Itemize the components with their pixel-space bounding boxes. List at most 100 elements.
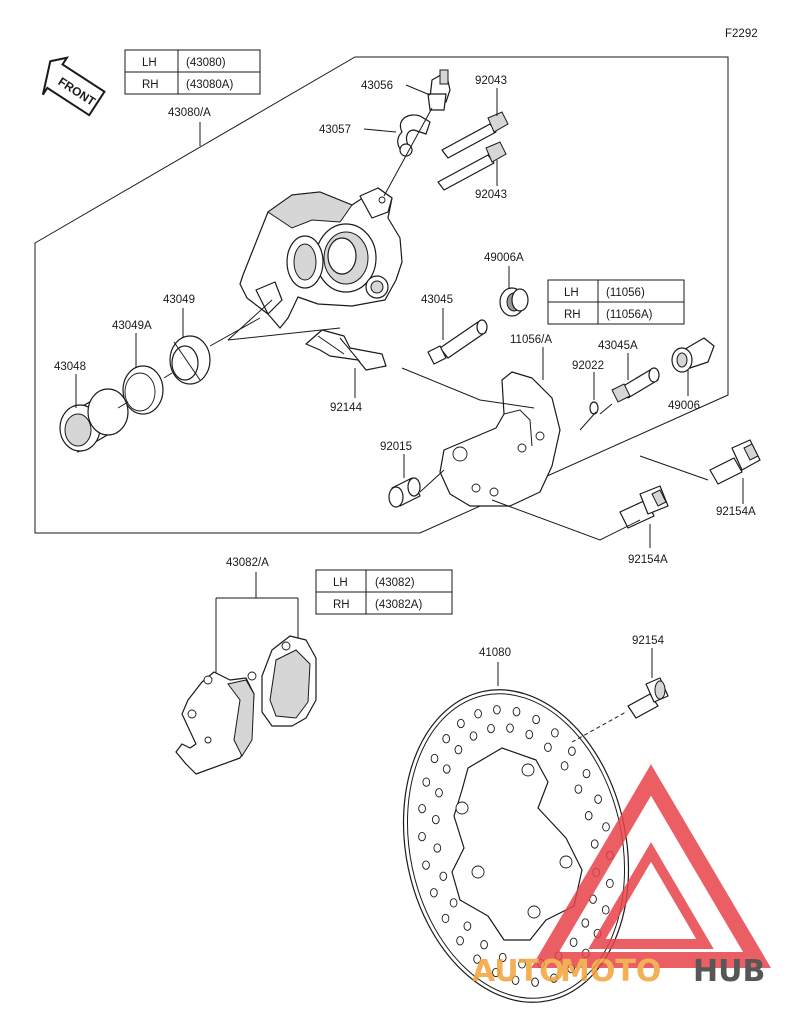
disc-vent-hole xyxy=(582,768,591,779)
label-pin-top: 92043 xyxy=(475,75,507,87)
disc-vent-hole xyxy=(473,954,481,964)
disc-vent-hole xyxy=(422,777,431,787)
disc-vent-hole xyxy=(441,913,450,924)
label-disc: 41080 xyxy=(479,647,511,659)
piston-seal-outer xyxy=(169,335,211,385)
bracket-side-table: LH (11056) RH (11056A) xyxy=(547,279,685,325)
disc-vent-hole xyxy=(602,822,610,832)
caliper-bracket xyxy=(439,371,561,507)
disc-vent-hole xyxy=(442,734,451,744)
disc-vent-hole xyxy=(511,975,520,985)
disc-vent-hole xyxy=(469,731,478,741)
label-piston-seal-outer: 43049 xyxy=(163,294,195,306)
brake-pad-left xyxy=(175,671,255,775)
caliper-body xyxy=(239,187,403,329)
front-arrow-icon: FRONT xyxy=(41,56,106,117)
disc-vent-hole xyxy=(594,794,602,804)
label-bracket: 11056/A xyxy=(510,334,552,346)
disc-vent-hole xyxy=(560,761,569,771)
table-cell-part: (43080) xyxy=(186,57,226,69)
table-cell-part: (43080A) xyxy=(186,79,233,91)
disc-vent-hole xyxy=(480,940,488,950)
pad-spring xyxy=(305,329,387,371)
pads-side-table: LH (43082) RH (43082A) xyxy=(315,569,453,615)
watermark-text-auto: AUTO xyxy=(472,954,565,989)
disc-vent-hole xyxy=(584,811,593,821)
disc-vent-hole xyxy=(601,905,610,915)
label-disc-bolt: 92154 xyxy=(632,635,665,647)
piston-seal-inner xyxy=(122,365,164,415)
label-boot-lower: 49006 xyxy=(668,400,700,412)
watermark-text-hub: HUB xyxy=(693,954,765,989)
disc-vent-hole xyxy=(430,753,439,764)
disc-vent-hole xyxy=(449,898,458,908)
disc-vent-hole xyxy=(463,921,472,931)
watermark-text-moto: MOTO xyxy=(560,954,661,989)
disc-vent-hole xyxy=(457,718,465,729)
bolt-right xyxy=(709,439,761,485)
disc-vent-hole xyxy=(456,936,464,946)
label-boot-top: 49006A xyxy=(484,252,524,264)
disc-vent-hole xyxy=(439,871,448,881)
label-bleeder-cap: 43057 xyxy=(319,124,351,136)
label-piston: 43048 xyxy=(54,361,86,373)
disc-bolt xyxy=(627,677,669,719)
caliper-assembly-frame xyxy=(34,56,729,534)
disc-vent-hole xyxy=(422,860,430,870)
slide-pin-upper xyxy=(427,319,488,365)
disc-vent-hole xyxy=(431,814,440,825)
disc-vent-hole xyxy=(551,728,559,738)
disc-vent-hole xyxy=(506,723,514,733)
disc-vent-hole xyxy=(493,705,501,715)
bleeder-cap xyxy=(397,114,431,157)
watermark-logo: AUTO MOTO HUB xyxy=(472,764,771,989)
disc-vent-hole xyxy=(532,714,540,725)
disc-vent-hole xyxy=(430,888,438,898)
label-pad-set: 43082/A xyxy=(226,557,269,569)
disc-vent-hole xyxy=(544,742,552,752)
table-cell-part: (11056) xyxy=(606,287,645,299)
table-cell-part: (11056A) xyxy=(606,309,653,321)
pin-bottom xyxy=(437,141,507,191)
disc-vent-hole xyxy=(487,723,495,734)
disc-vent-hole xyxy=(433,843,442,853)
boot-lower xyxy=(671,337,715,373)
disc-vent-hole xyxy=(435,788,443,798)
disc-vent-hole xyxy=(531,977,539,987)
piston xyxy=(59,388,129,453)
table-cell-side: RH xyxy=(564,309,581,321)
boot-top xyxy=(499,287,529,317)
disc-vent-hole xyxy=(606,878,614,889)
disc-vent-hole xyxy=(550,973,558,983)
caliper-side-table: LH (43080) RH (43080A) xyxy=(124,49,261,95)
label-bleeder-valve: 43056 xyxy=(361,80,393,92)
table-cell-side: LH xyxy=(142,57,157,69)
disc-vent-hole xyxy=(581,918,590,928)
table-cell-part: (43082A) xyxy=(375,599,422,611)
disc-vent-hole xyxy=(442,764,451,774)
disc-vent-hole xyxy=(590,839,599,849)
disc-vent-hole xyxy=(518,959,526,969)
sleeve xyxy=(388,477,421,508)
disc-vent-hole xyxy=(498,952,507,963)
label-slide-pin-upper: 43045 xyxy=(421,294,453,306)
disc-vent-hole xyxy=(568,746,576,756)
brake-pad-right xyxy=(247,635,317,727)
disc-vent-hole xyxy=(492,967,500,978)
table-cell-side: RH xyxy=(142,79,159,91)
ring-clip xyxy=(589,401,599,415)
pin-top xyxy=(441,111,509,159)
disc-vent-hole xyxy=(418,803,426,814)
label-sleeve: 92015 xyxy=(380,441,412,453)
table-cell-side: RH xyxy=(333,599,350,611)
label-piston-seal-inner: 43049A xyxy=(112,320,152,332)
diagram-code: F2292 xyxy=(725,28,758,40)
bleeder-valve xyxy=(427,69,451,111)
label-pad-spring: 92144 xyxy=(330,402,363,414)
label-ring: 92022 xyxy=(572,360,604,372)
disc-vent-hole xyxy=(525,729,534,740)
disc-vent-hole xyxy=(512,707,521,717)
slide-pin-lower xyxy=(611,367,660,403)
label-bolt-lower: 92154A xyxy=(628,554,668,566)
